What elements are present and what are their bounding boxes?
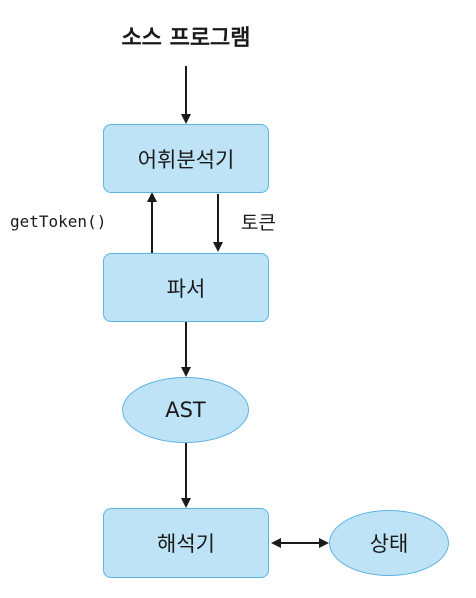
gettoken-label: getToken() [10,212,107,231]
ast-ellipse: AST [122,377,249,443]
lexer-box: 어휘분석기 [103,124,269,193]
state-label: 상태 [369,532,409,556]
lexer-label: 어휘분석기 [137,147,235,172]
ast-label: AST [165,398,206,422]
state-ellipse: 상태 [329,510,449,576]
interpreter-label: 해석기 [157,532,215,556]
source-program-title: 소스 프로그램 [121,26,251,51]
parser-box: 파서 [103,253,269,322]
token-label: 토큰 [241,212,276,234]
parser-label: 파서 [166,276,206,301]
interpreter-box: 해석기 [103,508,269,578]
